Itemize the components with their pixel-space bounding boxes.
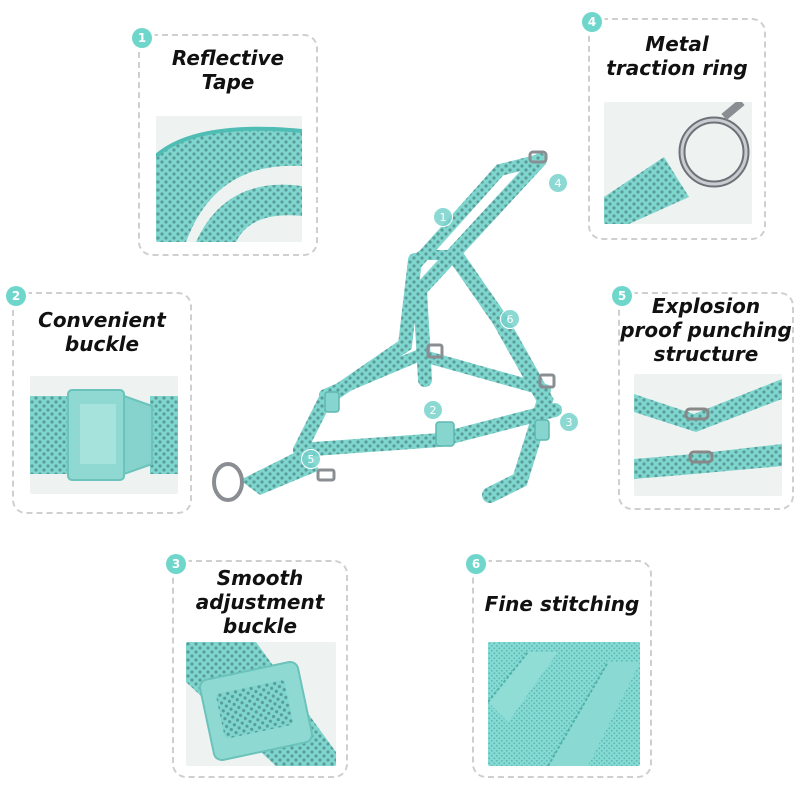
punching-structure-photo [634, 374, 782, 496]
harness-illustration: 1 2 3 4 5 6 [200, 140, 600, 520]
adjustment-buckle-illustration [186, 642, 336, 766]
feature-card-fine-stitching: Fine stitching [472, 560, 652, 778]
feature-title: Smooth adjustment buckle [174, 566, 346, 638]
adjustment-buckle-photo [186, 642, 336, 766]
feature-number-badge: 3 [166, 554, 186, 574]
feature-title: Explosion proof punching structure [606, 294, 800, 366]
feature-number-badge: 5 [612, 286, 632, 306]
feature-title: Metal traction ring [590, 32, 764, 80]
metal-ring-photo [604, 102, 752, 224]
punching-illustration [634, 374, 782, 496]
harness-callout-5: 5 [301, 449, 321, 469]
feature-title: Convenient buckle [14, 308, 190, 356]
stitching-illustration [488, 642, 640, 766]
harness-callout-2: 2 [423, 400, 443, 420]
feature-title-line: Metal [645, 32, 709, 56]
feature-number-badge: 6 [466, 554, 486, 574]
feature-card-explosion-proof-punching: Explosion proof punching structure [618, 292, 794, 510]
feature-title: Reflective Tape [140, 46, 316, 94]
feature-title-line: Explosion [651, 294, 761, 318]
feature-title-line: adjustment [195, 590, 325, 614]
feature-card-smooth-adjustment-buckle: Smooth adjustment buckle [172, 560, 348, 778]
feature-title-line: Tape [201, 70, 255, 94]
feature-number-badge: 2 [6, 286, 26, 306]
feature-title: Fine stitching [464, 592, 660, 616]
reflective-tape-illustration [156, 116, 302, 242]
feature-title-line: buckle [64, 332, 140, 356]
convenient-buckle-photo [30, 376, 178, 494]
feature-card-reflective-tape: Reflective Tape [138, 34, 318, 256]
feature-title-line: traction ring [606, 56, 748, 80]
feature-title-line: buckle [222, 614, 298, 638]
feature-number-badge: 1 [132, 28, 152, 48]
reflective-tape-photo [156, 116, 302, 242]
feature-title-line: Convenient [38, 308, 166, 332]
feature-number-badge: 4 [582, 12, 602, 32]
harness-callout-4: 4 [548, 173, 568, 193]
feature-title-line: structure [653, 342, 759, 366]
feature-title-line: Fine stitching [484, 592, 640, 616]
feature-title-line: proof punching [620, 318, 792, 342]
harness-callout-1: 1 [433, 207, 453, 227]
harness-callout-3: 3 [559, 412, 579, 432]
feature-title-line: Smooth [216, 566, 304, 590]
feature-card-metal-traction-ring: Metal traction ring [588, 18, 766, 240]
buckle-illustration [30, 376, 178, 494]
harness-graphic [212, 150, 562, 503]
harness-callout-6: 6 [500, 309, 520, 329]
fine-stitching-photo [488, 642, 640, 766]
feature-card-convenient-buckle: Convenient buckle [12, 292, 192, 514]
metal-ring-illustration [604, 102, 752, 224]
feature-title-line: Reflective [171, 46, 285, 70]
